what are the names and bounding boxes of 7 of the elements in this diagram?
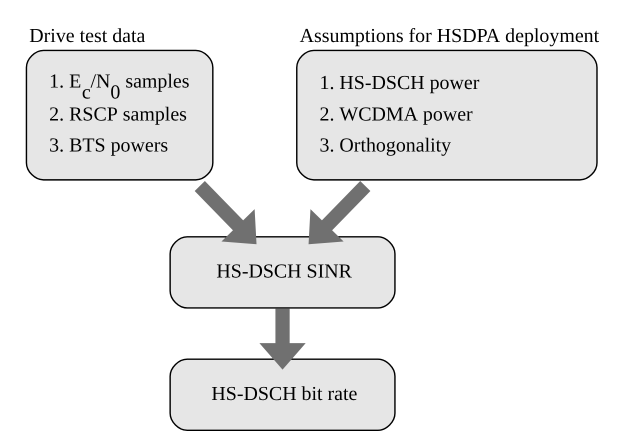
arrow <box>308 180 370 244</box>
arrow <box>194 180 257 244</box>
node-box: HS-DSCH bit rate <box>169 358 396 431</box>
arrow <box>259 308 306 370</box>
node-label: Assumptions for HSDPA deployment <box>300 24 600 47</box>
node-box: HS-DSCH SINR <box>169 236 396 308</box>
node-label: Drive test data <box>29 24 146 47</box>
